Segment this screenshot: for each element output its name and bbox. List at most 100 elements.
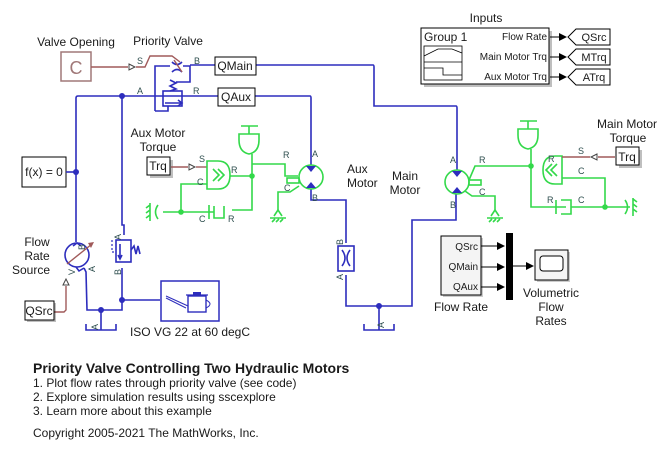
port-v-label: V: [67, 269, 77, 275]
fluid-label: ISO VG 22 at 60 degC: [130, 325, 250, 339]
qaux-sensor-block[interactable]: QAux: [217, 87, 256, 107]
main-motor-block[interactable]: Main Motor A B R C: [390, 155, 486, 210]
aux-mechanical-network: [145, 125, 300, 223]
port-b-label: B: [194, 56, 200, 66]
flow-source-label-3: Source: [12, 263, 50, 277]
port-r-label: R: [548, 154, 555, 164]
signal-main-motor-trq: Main Motor Trq: [480, 52, 547, 63]
aux-motor-label-2: Motor: [347, 176, 378, 190]
port-c-label: C: [578, 166, 585, 176]
signal-flow-rate: Flow Rate: [502, 32, 547, 43]
from-tag-qsrc[interactable]: QSrc: [24, 300, 56, 322]
inputs-group-label: Group 1: [424, 30, 468, 44]
main-motor-label-2: Motor: [390, 183, 421, 197]
goto-tag-qsrc[interactable]: QSrc: [567, 28, 611, 46]
port-b-label: B: [450, 200, 456, 210]
qmain-sensor-block[interactable]: QMain: [214, 56, 257, 76]
flow-rate-subsystem[interactable]: QSrc QMain QAux Flow Rate: [434, 235, 488, 314]
port-a-label: A: [335, 274, 345, 280]
aux-torque-label-2: Torque: [140, 140, 177, 154]
port-s-label: S: [137, 56, 143, 66]
solver-configuration-block[interactable]: f(x) = 0: [21, 156, 76, 188]
port-s-label: S: [578, 146, 584, 156]
flow-source-label-1: Flow: [24, 235, 50, 249]
main-trq-from-label: Trq: [618, 150, 636, 164]
goto-tag-mtrq-label: MTrq: [581, 52, 606, 64]
port-c-label: C: [578, 195, 585, 205]
port-b-label: B: [312, 193, 318, 203]
signal-preview-icon: [423, 45, 463, 81]
port-c-label: C: [197, 177, 204, 187]
port-a-label: A: [113, 234, 123, 240]
valve-opening-label: Valve Opening: [37, 35, 115, 49]
port-r-label: R: [283, 150, 290, 160]
port-b-label: B: [113, 269, 123, 275]
link-plot-flow-rates[interactable]: 1. Plot flow rates through priority valv…: [33, 376, 297, 390]
aux-motor-block[interactable]: A B R C Aux Motor: [283, 149, 378, 203]
port-a-label: A: [87, 266, 97, 272]
scope-label-1: Volumetric: [523, 286, 579, 300]
signal-port-arrow: [62, 277, 70, 286]
main-torque-label-2: Torque: [610, 131, 647, 145]
port-r-label: R: [231, 165, 238, 175]
signal-aux-motor-trq: Aux Motor Trq: [484, 72, 547, 83]
inputs-signal-builder[interactable]: Inputs Group 1 Flow Rate Main Motor Trq …: [420, 11, 552, 87]
hydraulic-wires: [75, 64, 458, 330]
main-mech-junctions: [528, 163, 608, 210]
goto-tag-qsrc-label: QSrc: [581, 32, 607, 44]
qaux-label: QAux: [221, 90, 251, 104]
goto-tag-atrq-label: ATrq: [583, 72, 606, 84]
flow-source-label-2: Rate: [24, 249, 50, 263]
port-c-label: C: [199, 214, 206, 224]
link-explore-sscexplore[interactable]: 2. Explore simulation results using ssce…: [33, 390, 276, 404]
port-c-label: C: [479, 187, 486, 197]
link-learn-more[interactable]: 3. Learn more about this example: [33, 404, 212, 418]
mux-block[interactable]: [506, 233, 513, 300]
goto-tag-atrq[interactable]: ATrq: [567, 68, 611, 86]
signal-port-arrow: [188, 163, 197, 171]
port-a-label: A: [450, 155, 456, 165]
aux-mech-junctions: [178, 173, 255, 215]
inputs-goto-tags: [550, 33, 567, 81]
priority-valve-block[interactable]: Priority Valve S B A R: [133, 34, 203, 112]
signal-wire-valve-s: [136, 55, 181, 68]
main-torque-label-1: Main Motor: [597, 117, 657, 131]
port-qmain-label: QMain: [449, 262, 478, 273]
copyright: Copyright 2005-2021 The MathWorks, Inc.: [33, 426, 259, 440]
goto-tag-mtrq[interactable]: MTrq: [567, 48, 611, 66]
port-r-label: R: [228, 214, 235, 224]
pressure-relief-valve[interactable]: A B: [111, 234, 141, 275]
aux-trq-from-label: Trq: [149, 159, 167, 173]
aux-mech-port-labels: S C R C R: [197, 154, 238, 224]
port-qsrc-label: QSrc: [455, 242, 478, 253]
hydraulic-fluid-block[interactable]: ISO VG 22 at 60 degC: [130, 280, 250, 339]
scope-label-2: Flow: [538, 300, 564, 314]
valve-opening-block[interactable]: C Valve Opening: [37, 35, 115, 82]
orifice-block[interactable]: B A: [335, 239, 355, 280]
port-c-label: C: [284, 183, 291, 193]
aux-motor-label-1: Aux: [347, 162, 368, 176]
port-b-label: B: [335, 239, 345, 245]
port-r-label: R: [479, 155, 486, 165]
port-a-label: A: [376, 322, 386, 328]
signal-wire-qsrc: [54, 286, 67, 313]
reservoir-left[interactable]: A: [85, 324, 117, 331]
main-motor-label-1: Main: [392, 169, 418, 183]
qmain-label: QMain: [217, 59, 252, 73]
valve-opening-constant: C: [70, 58, 83, 78]
signal-port-arrow: [128, 63, 137, 71]
model-title: Priority Valve Controlling Two Hydraulic…: [33, 360, 350, 376]
port-a-label: A: [312, 149, 318, 159]
flow-rate-subsystem-label: Flow Rate: [434, 300, 488, 314]
port-qaux-label: QAux: [453, 282, 478, 293]
aux-motor-torque-block[interactable]: Aux Motor Torque Trq: [131, 126, 186, 178]
flow-rate-source-block[interactable]: Flow Rate Source B A V: [12, 235, 97, 277]
scope-label-3: Rates: [535, 314, 566, 328]
reservoir-right[interactable]: A: [363, 322, 395, 331]
from-qsrc-label: QSrc: [25, 304, 52, 318]
port-r-label: R: [193, 86, 200, 96]
mux-wires: [481, 242, 534, 291]
volumetric-flow-scope[interactable]: Volumetric Flow Rates: [523, 249, 579, 328]
main-motor-torque-block[interactable]: Main Motor Torque Trq: [597, 117, 657, 168]
main-mechanical-network: [464, 120, 638, 223]
